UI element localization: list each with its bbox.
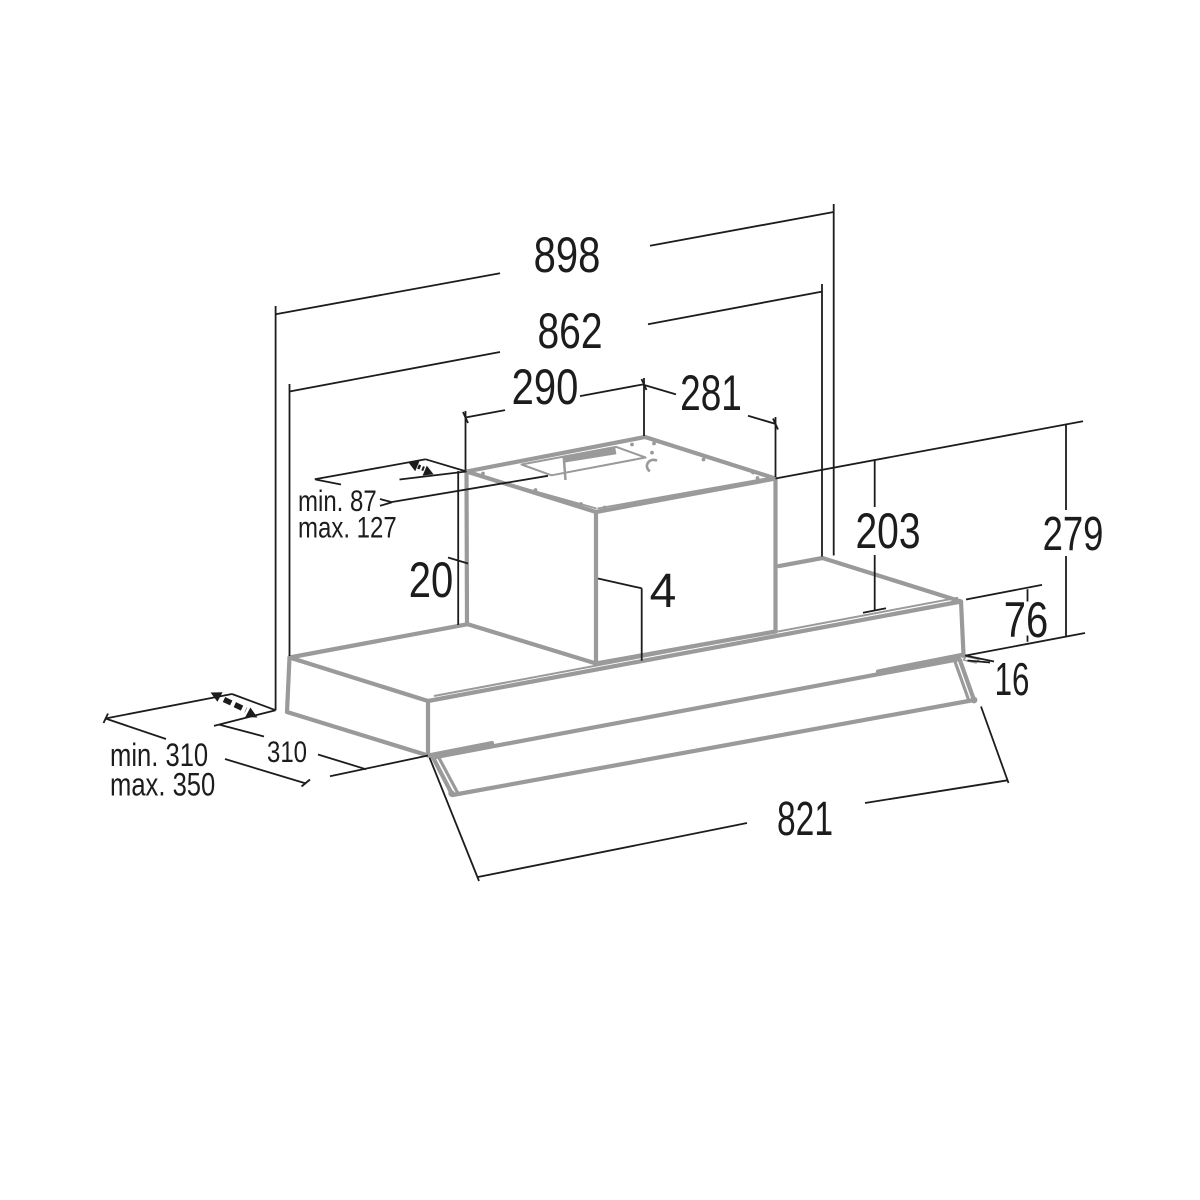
- svg-text:min. 87: min. 87: [298, 483, 377, 517]
- svg-text:281: 281: [680, 366, 742, 422]
- svg-text:min. 310: min. 310: [110, 738, 208, 773]
- svg-text:76: 76: [1004, 592, 1048, 648]
- svg-text:862: 862: [537, 302, 602, 359]
- svg-text:20: 20: [409, 552, 453, 608]
- svg-text:821: 821: [777, 791, 833, 845]
- svg-text:4: 4: [650, 565, 677, 618]
- svg-text:290: 290: [512, 359, 579, 415]
- svg-text:max. 350: max. 350: [110, 768, 215, 803]
- svg-text:16: 16: [995, 654, 1030, 705]
- svg-text:203: 203: [855, 502, 920, 559]
- svg-text:279: 279: [1043, 507, 1104, 561]
- svg-text:max. 127: max. 127: [298, 510, 397, 544]
- svg-text:898: 898: [534, 227, 601, 283]
- svg-text:310: 310: [267, 734, 307, 768]
